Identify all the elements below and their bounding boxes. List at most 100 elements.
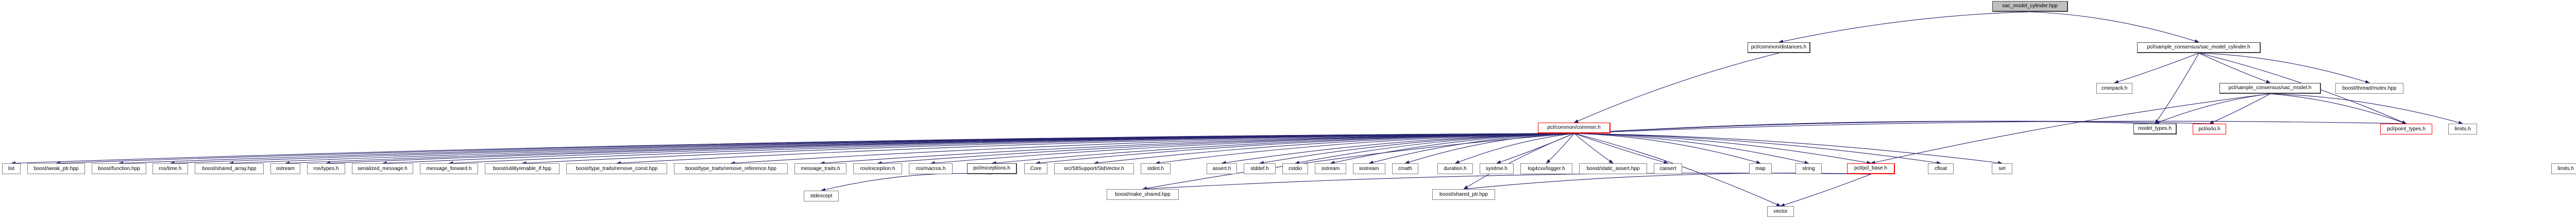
graph-edge: [2198, 53, 2370, 83]
graph-edge: [1454, 133, 1574, 164]
graph-node-message-forward-h[interactable]: message_forward.h: [420, 163, 478, 174]
graph-edge: [170, 133, 1574, 165]
graph-edge: [1574, 133, 1669, 164]
graph-edge: [1574, 133, 1614, 164]
graph-node-limits-h[interactable]: limits.h: [2551, 163, 2576, 174]
graph-edge: [2270, 93, 2463, 125]
graph-edge: [326, 133, 1574, 165]
graph-node-core[interactable]: Core: [1024, 163, 1047, 174]
graph-node-sysitme-h[interactable]: sysitme.h: [1480, 163, 1514, 174]
graph-edge: [229, 133, 1574, 165]
graph-node-stddef-h[interactable]: stddef.h: [1244, 163, 1276, 174]
graph-edge: [1221, 133, 1574, 165]
graph-edge: [616, 133, 1574, 165]
graph-node-cfloat[interactable]: cfloat: [1928, 163, 1954, 174]
graph-node-boost-make-shared-hpp[interactable]: boost/make_shared.hpp: [1107, 189, 1179, 200]
graph-edge: [1035, 133, 1574, 165]
graph-node-boost-type-traits-remove-reference-hpp[interactable]: boost/type_traits/remove_reference.hpp: [674, 163, 788, 174]
graph-node-sstream[interactable]: sstream: [1315, 163, 1346, 174]
graph-edge: [285, 133, 1574, 165]
graph-edge: [448, 133, 1574, 165]
graph-node-boost-type-traits-remove-const-hpp[interactable]: boost/type_traits/remove_const.hpp: [566, 163, 667, 174]
graph-node-ros-types-h[interactable]: ros/types.h: [307, 163, 345, 174]
graph-edge: [1574, 133, 1761, 164]
graph-node-boost-shared-array-hpp[interactable]: boost/shared_array.hpp: [195, 163, 264, 174]
graph-node-vector[interactable]: vector: [1767, 206, 1794, 217]
graph-edge: [2114, 53, 2199, 83]
graph-node-boost-utility-enable-if-hpp[interactable]: boost/utility/enable_if.hpp: [485, 163, 560, 174]
graph-edge: [1546, 133, 1574, 164]
graph-edge: [56, 133, 1574, 165]
graph-edge: [1155, 133, 1574, 165]
graph-edge: [1573, 121, 2156, 136]
graph-node-model-types-h[interactable]: model_types.h: [2133, 124, 2177, 134]
graph-edge: [820, 133, 1574, 165]
graph-node-src-stlsupport-stdvector-h[interactable]: src/StlSupport/StdVector.h: [1054, 163, 1134, 174]
graph-node-log4cxx-logger-h[interactable]: log4cxx/logger.h: [1520, 163, 1572, 174]
graph-edge: [1142, 133, 1574, 191]
graph-node-ros-time-h[interactable]: ros/time.h: [152, 163, 188, 174]
graph-node-pcl-sample-consensus-sac-model-cylinder-h[interactable]: pcl/sample_consensus/sac_model_cylinder.…: [2137, 42, 2261, 53]
graph-edge: [2155, 93, 2270, 124]
graph-edge: [11, 133, 1574, 165]
graph-node-assert-h[interactable]: assert.h: [1207, 163, 1237, 174]
graph-node-boost-static-assert-hpp[interactable]: boost/static_assert.hpp: [1579, 163, 1647, 174]
graph-edge: [1574, 133, 1872, 165]
graph-edge: [2198, 53, 2271, 83]
graph-node-cstdio[interactable]: cstdio: [1282, 163, 1308, 174]
graph-edge: [1259, 133, 1574, 165]
graph-node-boost-shared-ptr-hpp[interactable]: boost/shared_ptr.hpp: [1432, 189, 1495, 200]
graph-node-boost-thread-mutex-hpp[interactable]: boost/thread/mutex.hpp: [2335, 83, 2403, 94]
graph-node-sac-model-cylinder-hpp[interactable]: sac_model_cylinder.hpp: [1992, 1, 2068, 12]
graph-node-duration-h[interactable]: duration.h: [1437, 163, 1473, 174]
graph-node-limits-h[interactable]: limits.h: [2448, 124, 2477, 134]
graph-edge: [2030, 11, 2199, 43]
graph-node-pcl-common-common-h[interactable]: pcl/common/common.h: [1538, 123, 1611, 133]
graph-node-stdexcept[interactable]: stdexcept: [804, 191, 839, 201]
graph-edge: [1368, 133, 1574, 164]
graph-node-cassert[interactable]: cassert: [1654, 163, 1682, 174]
graph-edge: [1778, 11, 2030, 43]
graph-edge: [1573, 121, 2210, 136]
graph-edge: [1573, 53, 1780, 123]
graph-edge: [1295, 133, 1574, 164]
graph-node-serialized-message-h[interactable]: serialized_message.h: [352, 163, 413, 174]
graph-edge: [118, 133, 1574, 165]
graph-edge: [991, 133, 1574, 165]
graph-node-cminpack-h[interactable]: cminpack.h: [2096, 83, 2132, 94]
graph-node-list[interactable]: list: [2, 163, 21, 174]
graph-edge: [730, 133, 1574, 165]
graph-node-ostream[interactable]: ostream: [270, 163, 300, 174]
graph-node-set[interactable]: set: [1992, 163, 2012, 174]
graph-edge: [1142, 173, 1871, 191]
graph-node-pcl-pcl-base-h[interactable]: pcl/pcl_base.h: [1847, 163, 1895, 174]
graph-node-boost-weak-ptr-hpp[interactable]: boost/weak_ptr.hpp: [27, 163, 85, 174]
graph-node-pcl-io-io-h[interactable]: pcl/io/io.h: [2193, 124, 2226, 134]
graph-edge: [1780, 174, 1871, 207]
graph-node-cmath[interactable]: cmath: [1392, 163, 1418, 174]
graph-edge: [1574, 133, 1941, 165]
graph-edge: [1404, 133, 1574, 164]
graph-node-boost-function-hpp[interactable]: boost/function.hpp: [92, 163, 146, 174]
graph-node-pcl-exceptions-h[interactable]: pcl/exceptions.h: [967, 163, 1017, 174]
graph-edge: [821, 173, 992, 192]
graph-edge: [1496, 133, 1574, 164]
graph-node-ros-exception-h[interactable]: ros/exception.h: [853, 163, 902, 174]
graph-node-message-traits-h[interactable]: message_traits.h: [794, 163, 846, 174]
graph-node-string[interactable]: string: [1795, 163, 1822, 174]
graph-edge: [1093, 133, 1574, 165]
graph-node-stdint-h[interactable]: stdint.h: [1141, 163, 1171, 174]
graph-edge: [1463, 173, 1871, 191]
graph-node-pcl-common-distances-h[interactable]: pcl/common/distances.h: [1748, 42, 1810, 53]
graph-node-ros-macros-h[interactable]: ros/macros.h: [909, 163, 953, 174]
graph-node-pcl-point-types-h[interactable]: pcl/point_types.h: [2380, 124, 2432, 134]
graph-edge: [1573, 121, 2406, 136]
graph-edge: [2155, 53, 2199, 124]
graph-edge: [877, 133, 1574, 165]
graph-node-iostream[interactable]: iostream: [1353, 163, 1385, 174]
graph-node-pcl-sample-consensus-sac-model-h[interactable]: pcl/sample_consensus/sac_model.h: [2219, 83, 2321, 94]
graph-node-map[interactable]: map: [1749, 163, 1772, 174]
graph-edge: [2270, 93, 2407, 124]
